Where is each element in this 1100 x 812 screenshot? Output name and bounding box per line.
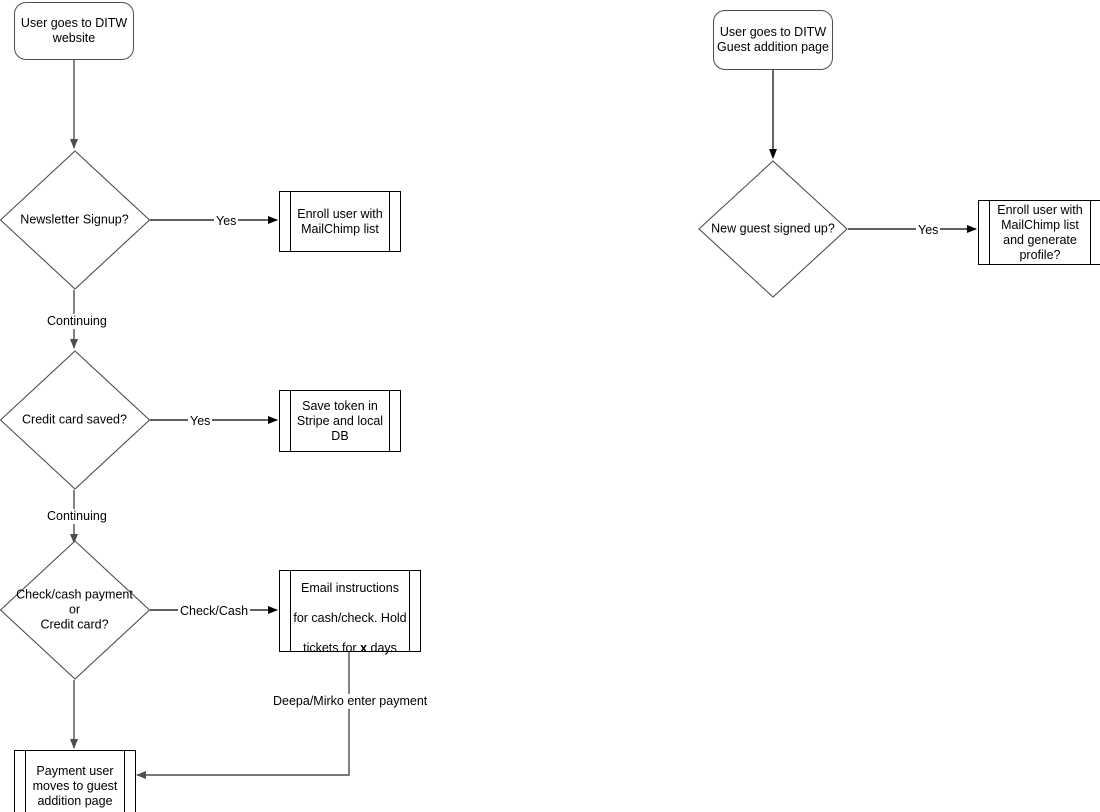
predef-bar-left: [290, 192, 291, 251]
node-process-mailchimp-label: Enroll user with MailChimp list: [297, 206, 383, 236]
node-decision-payment-type[interactable]: Check/cash payment or Credit card?: [0, 540, 150, 680]
edge-label-deepa-mirko: Deepa/Mirko enter payment: [271, 694, 430, 709]
edge-label-creditcard-continuing: Continuing: [45, 509, 109, 524]
diamond-shape: [698, 160, 848, 298]
node-decision-new-guest-label: New guest signed up?: [711, 221, 835, 236]
diamond-shape: [0, 540, 150, 680]
node-process-mailchimp-profile-label: Enroll user with MailChimp list and gene…: [997, 202, 1083, 262]
node-process-email-label: Email instructions for cash/check. Hold …: [292, 571, 408, 655]
predef-bar-right: [1090, 201, 1091, 264]
node-right-start-label: User goes to DITW Guest addition page: [717, 25, 829, 54]
edge-label-new-guest-yes: Yes: [916, 223, 941, 238]
predef-bar-left: [25, 751, 26, 812]
node-right-start[interactable]: User goes to DITW Guest addition page: [713, 10, 833, 70]
edge-email-to-guest-page: [136, 650, 350, 779]
node-left-start[interactable]: User goes to DITW website: [14, 2, 134, 60]
edge-label-creditcard-yes: Yes: [188, 414, 213, 429]
predef-bar-right: [389, 391, 390, 451]
node-left-start-label: User goes to DITW website: [20, 16, 128, 45]
node-decision-newsletter[interactable]: Newsletter Signup?: [0, 150, 150, 290]
node-process-guest-page[interactable]: Payment user moves to guest addition pag…: [14, 750, 136, 812]
node-process-guest-page-label: Payment user moves to guest addition pag…: [32, 763, 118, 808]
email-line-3-post: days: [367, 641, 397, 655]
node-decision-credit-card[interactable]: Credit card saved?: [0, 350, 150, 490]
node-process-mailchimp-profile[interactable]: Enroll user with MailChimp list and gene…: [978, 200, 1100, 265]
predef-bar-right: [389, 192, 390, 251]
edge-label-newsletter-yes: Yes: [214, 214, 239, 229]
node-decision-new-guest[interactable]: New guest signed up?: [698, 160, 848, 298]
predef-bar-left: [290, 391, 291, 451]
email-line-2: for cash/check. Hold: [293, 611, 407, 625]
email-line-3-pre: tickets for: [303, 641, 361, 655]
diamond-shape: [0, 150, 150, 290]
email-line-3-bold: x: [360, 641, 368, 655]
edge-label-payment-check-cash: Check/Cash: [178, 604, 251, 619]
node-process-email[interactable]: Email instructions for cash/check. Hold …: [279, 570, 421, 655]
node-process-mailchimp[interactable]: Enroll user with MailChimp list: [279, 191, 401, 252]
node-decision-newsletter-label: Newsletter Signup?: [20, 212, 129, 227]
node-process-stripe-label: Save token in Stripe and local DB: [296, 398, 384, 443]
predef-bar-right: [409, 571, 410, 651]
predef-bar-left: [989, 201, 990, 264]
edge-label-newsletter-continuing: Continuing: [45, 314, 109, 329]
diamond-shape: [0, 350, 150, 490]
node-process-stripe[interactable]: Save token in Stripe and local DB: [279, 390, 401, 452]
predef-bar-right: [124, 751, 125, 812]
predef-bar-left: [290, 571, 291, 651]
node-decision-payment-type-label: Check/cash payment or Credit card?: [16, 587, 133, 632]
email-line-1: Email instructions: [301, 581, 399, 595]
node-decision-credit-card-label: Credit card saved?: [22, 412, 127, 427]
